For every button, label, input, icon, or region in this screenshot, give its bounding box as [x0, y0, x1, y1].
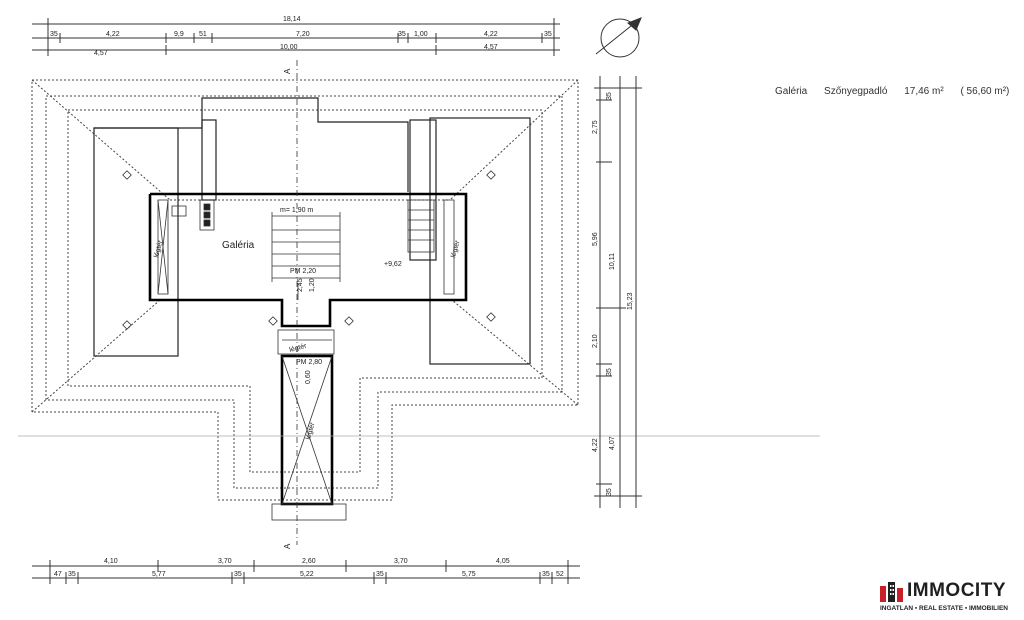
dim-top-2: 4,22 — [106, 31, 120, 38]
walls — [93, 97, 531, 365]
dim-right-1: 35 — [606, 92, 613, 100]
dim-top-3: 9,9 — [174, 31, 184, 38]
building-icon — [880, 582, 903, 602]
room-table-row: Galéria Szőnyegpadló 17,46 m² ( 56,60 m²… — [775, 86, 1023, 97]
dim-bottom-4: 3,70 — [394, 558, 408, 565]
dim-bottom-row2-1: 47 — [54, 571, 62, 578]
dim-right-2: 2,75 — [592, 120, 599, 134]
gallery-height: m= 1,90 m — [280, 207, 313, 214]
dim-bottom-row2-5: 5,22 — [300, 571, 314, 578]
dim-top-6: 35 — [398, 31, 406, 38]
dim-overall: 18,14 — [283, 16, 301, 23]
dim-bottom-1: 4,10 — [104, 558, 118, 565]
dim-bottom-3: 2,60 — [302, 558, 316, 565]
gallery-outline — [148, 192, 468, 506]
dim-top-row2-2: 10,00 — [280, 44, 298, 51]
room-table-total: ( 56,60 m²) — [960, 86, 1010, 97]
bottom-dimension-labels: 4,10 3,70 2,60 3,70 4,05 47 35 5,77 35 5… — [54, 558, 564, 578]
dim-bottom-row2-6: 35 — [376, 571, 384, 578]
dim-top-row2-1: 4,57 — [94, 50, 108, 57]
brand-name: IMMOCITY — [907, 580, 1006, 601]
right-dimension-lines — [594, 76, 642, 508]
brand-tagline: INGATLAN ▪ REAL ESTATE ▪ IMMOBILIEN — [880, 605, 1008, 612]
dim-right-4: 2,10 — [592, 334, 599, 348]
roof-outline — [31, 79, 579, 501]
level-mark: +9,62 — [384, 261, 402, 268]
roof-markers — [122, 170, 496, 330]
right-dimension-labels: 35 2,75 5,96 2,10 35 4,22 35 10,11 4,07 … — [592, 92, 634, 496]
section-mark-bottom: A — [283, 543, 292, 549]
dim-top-1: 35 — [50, 31, 58, 38]
dim-right-5: 35 — [606, 368, 613, 376]
room-table-name: Galéria — [775, 86, 808, 97]
gallery-details — [157, 199, 455, 521]
airspace-label-left: légtér — [153, 239, 164, 258]
dim-top-8: 4,22 — [484, 31, 498, 38]
dim-bottom-row2-7: 5,75 — [462, 571, 476, 578]
dim-bottom-2: 3,70 — [218, 558, 232, 565]
dim-bottom-row2-9: 52 — [556, 571, 564, 578]
airspace-label-right: légtér — [450, 239, 461, 258]
north-arrow-icon — [595, 17, 642, 58]
bottom-dimension-lines — [32, 560, 580, 584]
dim-top-5: 7,20 — [296, 31, 310, 38]
dim-bottom-row2-4: 35 — [234, 571, 242, 578]
dim-bottom-row2-8: 35 — [542, 571, 550, 578]
pm-label-1-sub2: 1,20 — [309, 278, 316, 292]
dim-bottom-row2-3: 5,77 — [152, 571, 166, 578]
pm-label-2: PM 2,80 — [296, 359, 322, 366]
dim-right-7: 35 — [606, 488, 613, 496]
pm-label-1: PM 2,20 — [290, 268, 316, 275]
pm-label-1-sub1: 2,45 — [297, 278, 304, 292]
dim-top-row2-3: 4,57 — [484, 44, 498, 51]
plan-labels: A A Galéria m= 1,90 m PM 2,20 2,45 1,20 … — [153, 68, 461, 549]
dim-right-6: 4,22 — [592, 438, 599, 452]
dim-bottom-row2-2: 35 — [68, 571, 76, 578]
section-mark-top: A — [283, 68, 292, 74]
dim-top-4: 51 — [199, 31, 207, 38]
room-table-floor: Szőnyegpadló — [824, 86, 888, 97]
dim-right-middle-1: 10,11 — [609, 253, 616, 270]
airspace-label-stair: légtér — [289, 342, 308, 353]
room-label-gallery: Galéria — [222, 240, 255, 251]
pm-label-2-sub: 0,60 — [305, 370, 312, 384]
dim-right-total: 15,23 — [627, 292, 634, 310]
top-dimension-labels: 18,14 35 4,22 9,9 51 7,20 35 1,00 4,22 3… — [50, 16, 552, 57]
room-table-area: 17,46 m² — [904, 86, 944, 97]
dim-bottom-5: 4,05 — [496, 558, 510, 565]
top-dimension-lines — [32, 18, 560, 56]
dim-top-9: 35 — [544, 31, 552, 38]
airspace-label-bottom: légtér — [305, 421, 316, 440]
dim-top-7: 1,00 — [414, 31, 428, 38]
immocity-logo: IMMOCITY INGATLAN ▪ REAL ESTATE ▪ IMMOBI… — [880, 580, 1020, 616]
dim-right-3: 5,96 — [592, 232, 599, 246]
dim-right-middle-2: 4,07 — [609, 436, 616, 450]
